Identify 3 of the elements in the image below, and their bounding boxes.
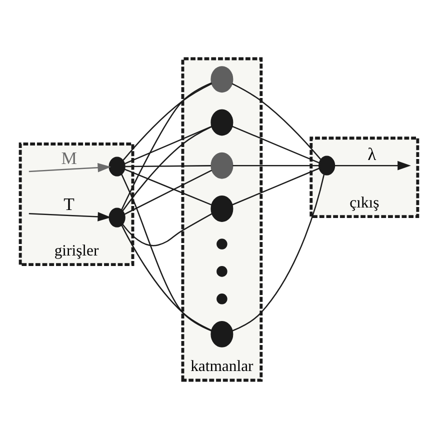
edge-label: T	[64, 194, 74, 214]
edge-label: M	[61, 148, 77, 168]
edge-label: λ	[368, 144, 376, 164]
